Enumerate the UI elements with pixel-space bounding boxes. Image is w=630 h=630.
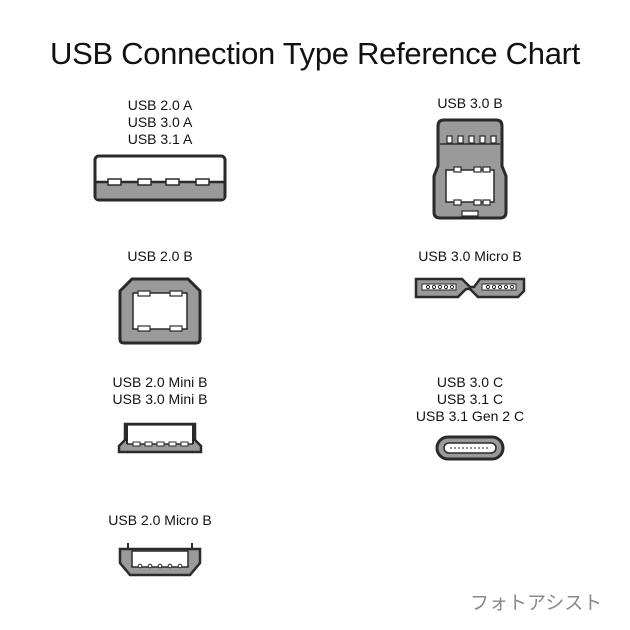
connector-usb-3-0-micro-b: USB 3.0 Micro B xyxy=(385,248,555,299)
usb-mini-b-icon xyxy=(85,422,235,454)
label-usb-3-1-a: USB 3.1 A xyxy=(127,131,193,147)
label-usb-3-0-micro-b: USB 3.0 Micro B xyxy=(418,248,522,264)
connector-usb-3-0-b: USB 3.0 B xyxy=(395,95,545,220)
usb-3-0-type-b-icon xyxy=(395,118,545,220)
connector-usb-mini-b: USB 2.0 Mini B USB 3.0 Mini B xyxy=(85,374,235,454)
label-usb-3-0-mini-b: USB 3.0 Mini B xyxy=(112,391,208,407)
label-usb-2-0-a: USB 2.0 A xyxy=(127,97,193,113)
usb-3-0-micro-b-icon xyxy=(385,277,555,299)
label-usb-3-0-c: USB 3.0 C xyxy=(436,374,504,390)
label-usb-3-1-gen-2-c: USB 3.1 Gen 2 C xyxy=(415,408,525,424)
connector-usb-2-0-b: USB 2.0 B xyxy=(85,248,235,345)
label-usb-3-0-a: USB 3.0 A xyxy=(127,114,193,130)
label-usb-3-1-c: USB 3.1 C xyxy=(436,391,504,407)
connector-usb-2-0-micro-b: USB 2.0 Micro B xyxy=(85,512,235,579)
label-usb-2-0-mini-b: USB 2.0 Mini B xyxy=(112,374,208,390)
connector-usb-c: USB 3.0 C USB 3.1 C USB 3.1 Gen 2 C xyxy=(385,374,555,461)
usb-type-a-icon xyxy=(85,154,235,202)
watermark: フォトアシスト xyxy=(470,592,603,614)
label-usb-2-0-b: USB 2.0 B xyxy=(127,248,193,264)
usb-2-0-type-b-icon xyxy=(85,277,235,345)
connector-usb-a: USB 2.0 A USB 3.0 A USB 3.1 A xyxy=(85,97,235,202)
label-usb-2-0-micro-b: USB 2.0 Micro B xyxy=(108,512,212,528)
label-usb-3-0-b: USB 3.0 B xyxy=(437,95,503,111)
chart-title: USB Connection Type Reference Chart xyxy=(49,36,580,71)
usb-type-c-icon xyxy=(385,435,555,461)
usb-2-0-micro-b-icon xyxy=(85,541,235,579)
